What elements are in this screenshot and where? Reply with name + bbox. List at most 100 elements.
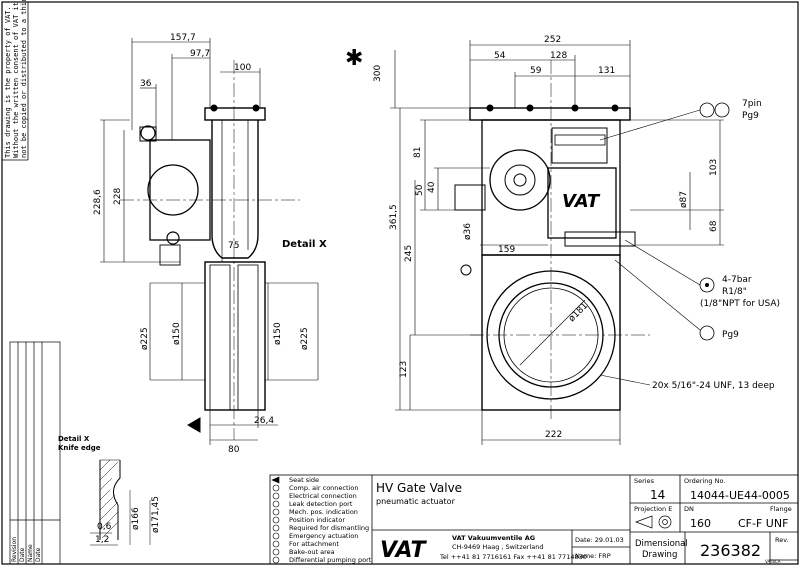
air-connection-icon — [699, 277, 715, 293]
series-label: Series — [634, 477, 655, 485]
dim-87: ø87 — [679, 191, 689, 208]
dim-166: ø166 — [131, 507, 141, 530]
rev-label-date-2: Date — [35, 547, 42, 562]
port-fitting — [140, 125, 156, 141]
revision-block — [9, 341, 61, 565]
rev-label-date: Date — [19, 547, 26, 562]
drawing-title: HV Gate Valve — [376, 481, 462, 495]
title-block-text: HV Gate Valve pneumatic actuator VAT VAT… — [376, 477, 792, 564]
bolt-head — [252, 104, 260, 112]
rev-label-name: Name — [27, 544, 34, 562]
bolt-head — [210, 104, 218, 112]
dimensional-label: Dimensional — [635, 539, 688, 549]
actuator-cap — [147, 164, 199, 216]
detail-x-subtitle: Knife edge — [58, 444, 101, 452]
drawing-number: 236382 — [700, 541, 761, 560]
symbol-legend: Seat side Comp. air connection Electrica… — [271, 476, 372, 564]
dim-159: 159 — [498, 245, 515, 255]
front-top-plate — [469, 107, 631, 121]
electrical-symbol-icon — [699, 325, 715, 341]
dn-value: 160 — [690, 517, 711, 530]
bonnet-inner — [221, 120, 249, 250]
dim-171-45: ø171,45 — [151, 496, 161, 533]
dim-131: 131 — [598, 66, 615, 76]
flange-value: CF-F UNF — [738, 517, 788, 530]
dim-36: 36 — [140, 79, 152, 89]
actuator-cap-front — [489, 149, 551, 211]
legend-item: Mech. pos. indication — [289, 508, 358, 516]
callouts: 7pin Pg9 4-7bar R1/8" (1/8"NPT for USA) … — [460, 99, 780, 391]
seat-side-marker — [187, 417, 201, 433]
dim-36-front: ø36 — [463, 223, 473, 240]
projection-symbol-icon — [635, 515, 672, 529]
gate-slot — [237, 264, 259, 411]
air-connection — [454, 184, 486, 211]
legend-item: Leak detection port — [289, 500, 353, 508]
callout-7pin: 7pin — [742, 99, 762, 109]
dim-0-6: 0,6 — [97, 522, 112, 532]
dim-50: 50 — [415, 184, 425, 196]
callout-pg9-top: Pg9 — [742, 111, 759, 121]
footer-code: VAT8CA — [765, 559, 781, 564]
position-indicator — [504, 164, 536, 196]
callout-npt: (1/8"NPT for USA) — [700, 299, 780, 309]
dim-150-left: ø150 — [172, 322, 182, 345]
dim-80: 80 — [228, 445, 240, 455]
body-brand-vat: VAT — [562, 191, 601, 212]
side-view — [100, 38, 319, 445]
dim-128: 128 — [550, 51, 567, 61]
legend-item: For attachment — [289, 540, 339, 548]
projection-label: Projection E — [634, 505, 672, 513]
dim-222: 222 — [545, 430, 562, 440]
detail-x-title: Detail X — [58, 435, 90, 443]
flange-label: Flange — [770, 505, 792, 513]
mech-position-indicator-icon — [460, 264, 472, 276]
ordering-label: Ordering No. — [684, 477, 725, 485]
rev-label: Rev. — [775, 536, 789, 544]
company-address: CH-9469 Haag , Switzerland — [452, 543, 543, 551]
actuator-housing — [547, 167, 617, 239]
dim-228: 228 — [113, 188, 123, 205]
dim-103: 103 — [709, 159, 719, 176]
dn-label: DN — [684, 505, 694, 513]
drawing-label: Drawing — [642, 550, 677, 560]
dim-68: 68 — [709, 220, 719, 232]
dim-100: 100 — [234, 63, 251, 73]
electrical-connector — [554, 134, 606, 146]
legend-item: Required for dismantling — [289, 524, 369, 532]
dim-150-right: ø150 — [273, 322, 283, 345]
dim-300: 300 — [373, 65, 383, 82]
copyright-line-2: Without the written consent of VAT it mu… — [12, 0, 20, 158]
legend-item: Comp. air connection — [289, 484, 358, 492]
dim-40: 40 — [427, 181, 437, 193]
dim-123: 123 — [399, 361, 409, 378]
dim-26-4: 26,4 — [254, 416, 274, 426]
mech-indicator — [166, 231, 180, 245]
indicator-base — [159, 244, 181, 266]
dim-157-7: 157,7 — [170, 33, 196, 43]
ordering-value: 14044-UE44-0005 — [690, 489, 790, 502]
legend-item: Electrical connection — [289, 492, 357, 500]
dim-361-5: 361,5 — [389, 204, 399, 230]
dim-228-6: 228,6 — [93, 189, 103, 215]
dim-59: 59 — [530, 66, 542, 76]
actuator-side — [149, 139, 211, 241]
connector-housing — [551, 127, 608, 164]
gate-slot — [209, 264, 231, 411]
electrical-symbol-icon — [714, 102, 730, 118]
dim-54: 54 — [494, 51, 506, 61]
legend-item: Emergency actuation — [289, 532, 358, 540]
front-view-dims: ✱ 252 54 128 59 131 300 81 50 40 361,5 2… — [345, 35, 719, 440]
legend-item: Seat side — [289, 476, 319, 484]
valve-body-side — [204, 261, 266, 411]
callout-pg9-bottom: Pg9 — [722, 330, 739, 340]
rev-label-revision: Revision — [11, 537, 18, 562]
dim-245: 245 — [404, 245, 414, 262]
side-view-dims: 157,7 97,7 100 36 228,6 228 75 ø225 ø150… — [93, 33, 327, 455]
company-phone: Tel ++41 81 7716161 Fax ++41 81 7714830 — [439, 553, 587, 561]
asterisk-mark: ✱ — [345, 46, 363, 71]
copyright-line-1: This drawing is the property of VAT. — [4, 6, 12, 158]
copyright-notice: This drawing is the property of VAT. Wit… — [4, 0, 28, 158]
bonnet-body — [211, 120, 259, 259]
